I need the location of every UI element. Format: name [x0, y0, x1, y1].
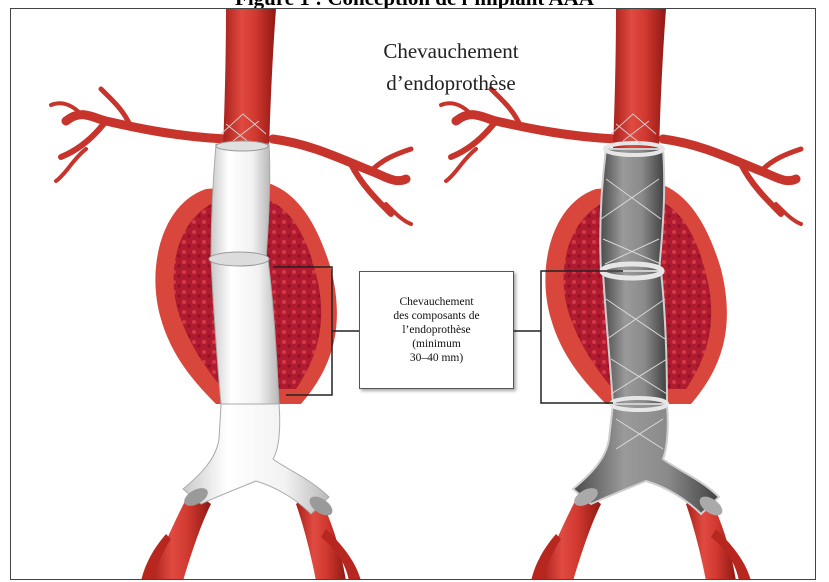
overlap-label-line1: Chevauchement — [383, 39, 518, 63]
overlap-label-line2: d’endoprothèse — [386, 71, 515, 95]
overlap-label: Chevauchement d’endoprothèse — [351, 35, 551, 99]
illustration-frame: Chevauchement d’endoprothèse Chevaucheme… — [10, 8, 816, 580]
callout-line4: (minimum — [393, 337, 479, 351]
callout-line2: des composants de — [393, 309, 479, 323]
overlap-callout-box: Chevauchement des composants de l’endopr… — [359, 271, 514, 389]
callout-line5: 30–40 mm) — [393, 351, 479, 365]
callout-line3: l’endoprothèse — [393, 323, 479, 337]
callout-line1: Chevauchement — [393, 295, 479, 309]
